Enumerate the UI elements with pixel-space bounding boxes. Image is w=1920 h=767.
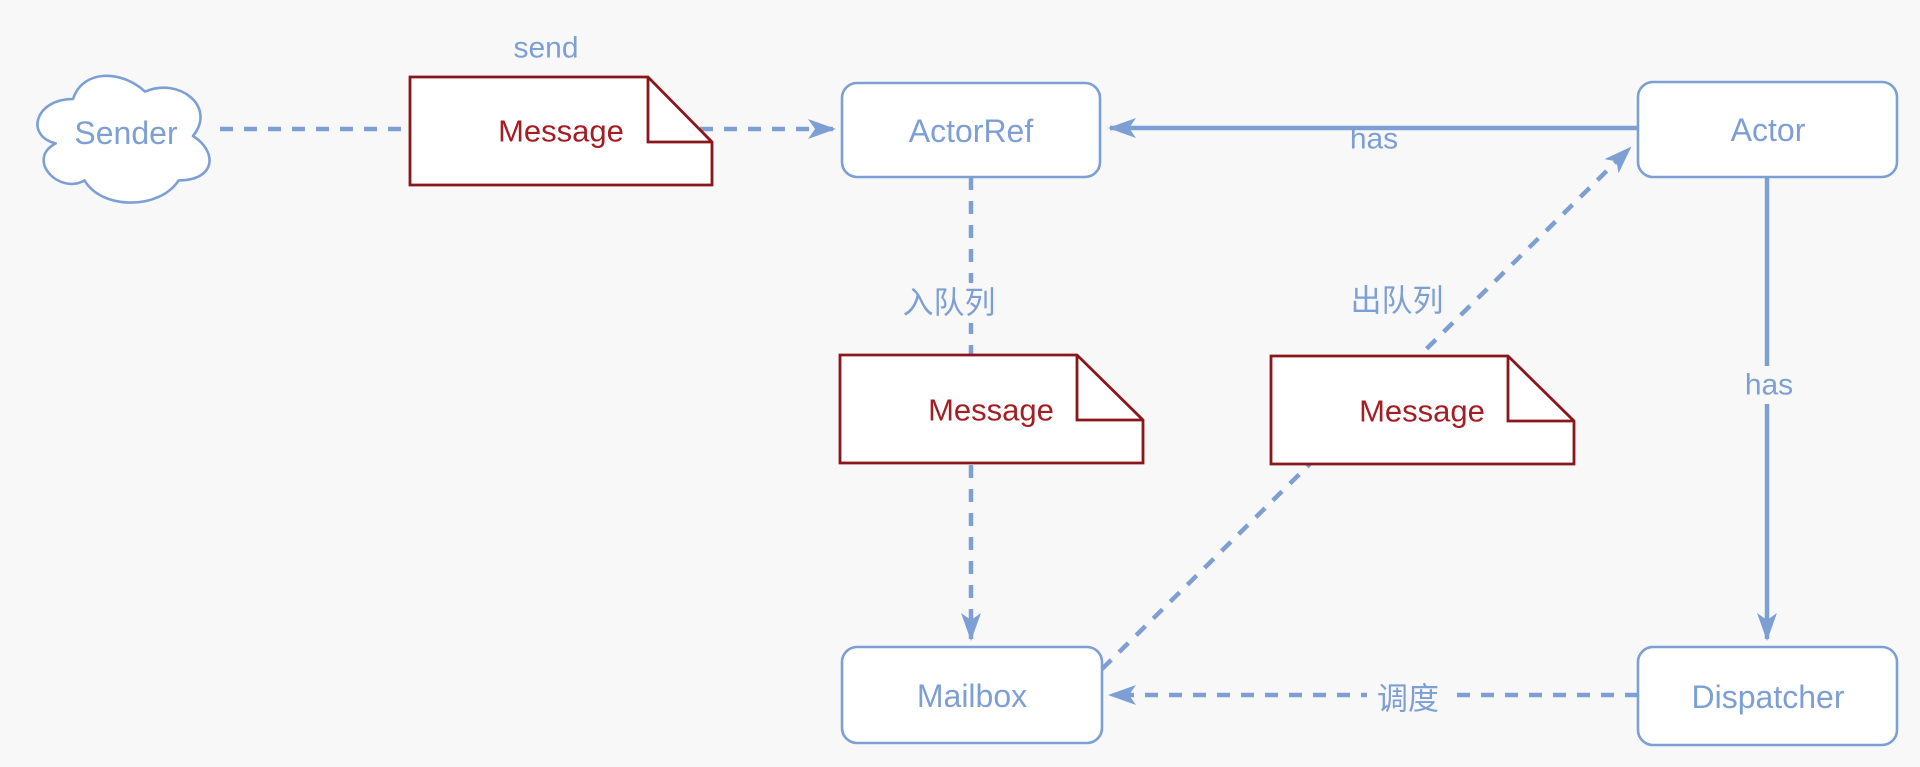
node-message-enqueue: Message bbox=[838, 353, 1145, 465]
note-icon bbox=[1269, 354, 1576, 466]
note-fold-icon bbox=[1506, 356, 1574, 423]
edge-dispatch-label-mask bbox=[1367, 679, 1449, 719]
edge-enqueue: 入队列 bbox=[897, 177, 1001, 641]
note-fold-icon bbox=[1075, 355, 1143, 422]
edge-enqueue-label: 入队列 bbox=[903, 286, 996, 321]
node-message-enqueue-label: Message bbox=[928, 393, 1054, 428]
node-message-dequeue-label: Message bbox=[1359, 394, 1485, 429]
node-mailbox: Mailbox bbox=[840, 645, 1104, 745]
edge-send-label: send bbox=[513, 32, 578, 65]
note-icon bbox=[838, 353, 1145, 465]
node-actorref: ActorRef bbox=[840, 81, 1102, 179]
edge-has-dispatcher-label-mask bbox=[1739, 366, 1799, 404]
node-actor: Actor bbox=[1636, 80, 1899, 179]
node-mailbox-box bbox=[840, 645, 1104, 745]
edge-has-actorref: has bbox=[1108, 118, 1638, 156]
node-actor-box bbox=[1636, 80, 1899, 179]
edge-has-dispatcher: has bbox=[1739, 177, 1799, 641]
node-actor-label: Actor bbox=[1731, 112, 1806, 148]
node-message-send-label: Message bbox=[498, 114, 624, 149]
node-dispatcher-box bbox=[1636, 645, 1899, 747]
note-fold-icon bbox=[646, 77, 712, 144]
node-actorref-box bbox=[840, 81, 1102, 179]
node-actorref-label: ActorRef bbox=[909, 113, 1034, 149]
edge-dispatch-label: 调度 bbox=[1377, 682, 1439, 717]
edge-send: send bbox=[220, 32, 836, 139]
node-dispatcher-label: Dispatcher bbox=[1692, 679, 1845, 715]
node-sender: Sender bbox=[36, 74, 211, 204]
node-sender-label: Sender bbox=[74, 115, 178, 151]
edge-dispatch: 调度 bbox=[1108, 679, 1638, 719]
edge-has-dispatcher-label: has bbox=[1745, 369, 1793, 402]
edge-has-actorref-label: has bbox=[1350, 123, 1398, 156]
note-icon bbox=[408, 75, 714, 187]
node-dispatcher: Dispatcher bbox=[1636, 645, 1899, 747]
node-message-dequeue: Message bbox=[1269, 354, 1576, 466]
node-mailbox-label: Mailbox bbox=[917, 678, 1027, 714]
cloud-icon bbox=[36, 74, 211, 204]
edge-dequeue-label: 出队列 bbox=[1351, 284, 1444, 319]
edge-enqueue-label-mask bbox=[897, 283, 1001, 323]
node-message-send: Message bbox=[408, 75, 714, 187]
